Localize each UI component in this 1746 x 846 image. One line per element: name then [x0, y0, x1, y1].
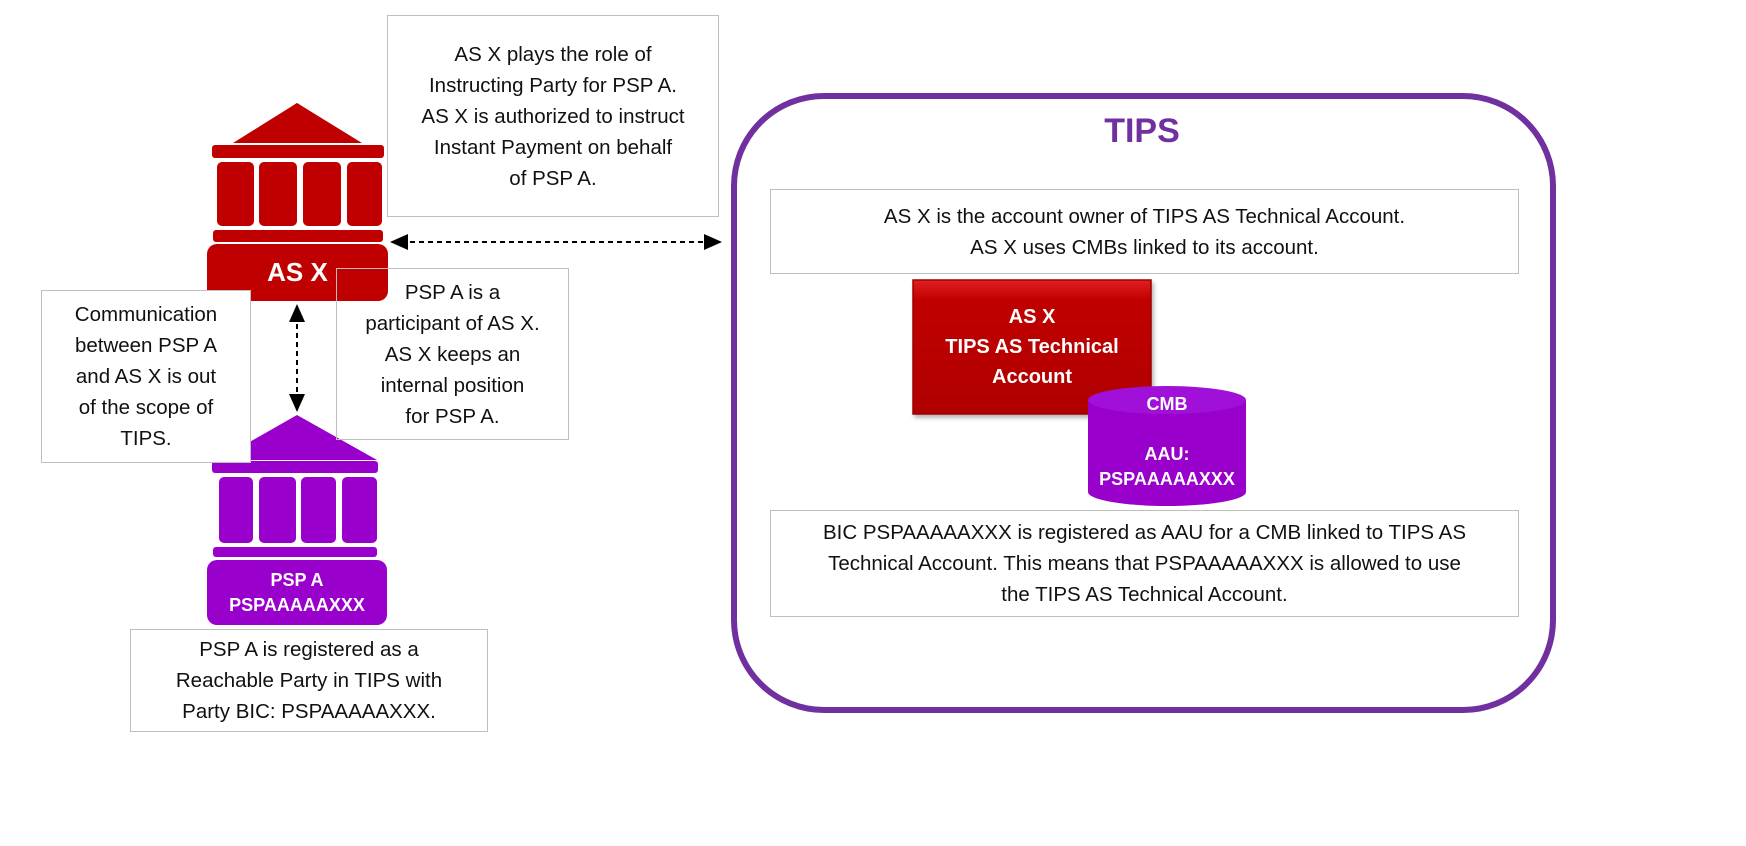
note-line: for PSP A.	[405, 404, 500, 428]
participant-note: PSP A is a participant of AS X. AS X kee…	[336, 268, 569, 440]
note-line: between PSP A	[74, 334, 218, 357]
note-line: Party BIC: PSPAAAAAXXX.	[182, 700, 436, 723]
psp-a-bic: PSPAAAAAXXX	[229, 594, 365, 615]
cmb-label: CMB AAU: PSPAAAAAXXX	[1088, 392, 1246, 502]
note-line: participant of AS X.	[365, 311, 540, 335]
aau-label: AAU:	[1144, 444, 1190, 464]
note-line: AS X is authorized to instruct	[421, 104, 685, 128]
note-line: TIPS.	[120, 427, 172, 450]
note-line: AS X is the account owner of TIPS AS Tec…	[883, 204, 1406, 228]
note-line: and AS X is out	[75, 365, 217, 388]
aau-value: PSPAAAAAXXX	[1099, 469, 1235, 489]
note-line: of the scope of	[78, 396, 214, 419]
note-line: Reachable Party in TIPS with	[175, 669, 443, 692]
note-line: PSP A is a	[404, 280, 501, 304]
note-line: AS X plays the role of	[454, 42, 652, 66]
psp-a-bank-icon	[207, 415, 387, 625]
psp-a-name: PSP A	[270, 569, 324, 590]
account-owner-name: AS X	[1008, 306, 1056, 328]
note-line: internal position	[380, 373, 525, 397]
note-line: Instructing Party for PSP A.	[428, 73, 677, 97]
account-label: AS X TIPS AS Technical Account	[913, 280, 1151, 414]
note-line: PSP A is registered as a	[199, 638, 419, 661]
note-line: the TIPS AS Technical Account.	[1001, 583, 1288, 606]
note-line: Instant Payment on behalf	[433, 135, 673, 159]
account-name-line: TIPS AS Technical	[945, 336, 1119, 358]
cmb-cylinder-icon	[1088, 386, 1246, 506]
note-line: AS X keeps an	[384, 342, 521, 366]
tips-title: TIPS	[1104, 112, 1180, 150]
as-x-label: AS X	[207, 244, 388, 301]
communication-note: Communication between PSP A and AS X is …	[41, 290, 251, 463]
as-x-label-text: AS X	[267, 257, 328, 287]
account-name-line: Account	[992, 366, 1072, 388]
note-line: AS X uses CMBs linked to its account.	[970, 235, 1319, 259]
note-line: of PSP A.	[509, 166, 597, 190]
reachable-party-note: PSP A is registered as a Reachable Party…	[130, 629, 488, 732]
cmb-title: CMB	[1146, 394, 1188, 414]
note-line: Communication	[74, 303, 218, 326]
aau-note: BIC PSPAAAAAXXX is registered as AAU for…	[770, 510, 1519, 617]
account-owner-note: AS X is the account owner of TIPS AS Tec…	[770, 189, 1519, 274]
note-line: Technical Account. This means that PSPAA…	[828, 552, 1461, 575]
psp-a-label: PSP A PSPAAAAAXXX	[207, 560, 387, 625]
note-line: BIC PSPAAAAAXXX is registered as AAU for…	[823, 521, 1466, 544]
tips-boundary	[731, 93, 1556, 713]
as-x-bank-icon	[207, 103, 388, 301]
instructing-party-note: AS X plays the role of Instructing Party…	[387, 15, 719, 217]
